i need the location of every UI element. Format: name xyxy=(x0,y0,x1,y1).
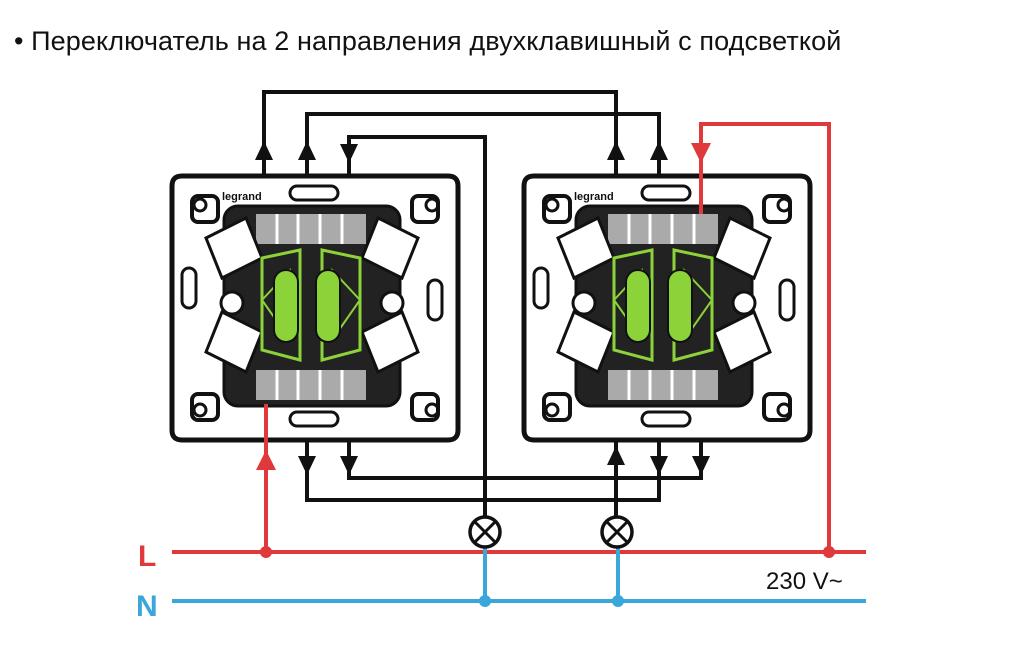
fixing-screw xyxy=(571,290,597,316)
screw-hole xyxy=(424,197,440,213)
frame-slot xyxy=(640,410,692,428)
arrow-down-icon xyxy=(340,456,358,475)
mounting-claw xyxy=(712,215,772,281)
brand-logo: legrand xyxy=(222,191,262,203)
screw-hole xyxy=(424,402,440,418)
screw-hole xyxy=(544,197,560,213)
lamp-icon xyxy=(600,515,634,549)
neutral-label: N xyxy=(136,590,158,623)
terminal-block-bottom xyxy=(608,370,718,400)
terminal-block-top xyxy=(608,214,718,244)
frame-slot xyxy=(532,266,550,310)
arrow-up-icon xyxy=(256,450,276,470)
arrow-up-icon xyxy=(607,446,625,465)
frame-slot xyxy=(180,266,198,310)
arrow-down-icon xyxy=(691,143,711,163)
wire-traveler-outer xyxy=(262,90,618,176)
arrow-up-icon xyxy=(607,141,625,160)
screw-hole xyxy=(192,197,208,213)
fixing-screw xyxy=(731,290,757,316)
mounting-claw xyxy=(360,309,420,375)
arrow-up-icon xyxy=(650,141,668,160)
voltage-label: 230 V~ xyxy=(766,568,843,595)
live-label: L xyxy=(138,540,156,573)
arrow-up-icon xyxy=(298,141,316,160)
terminal-block-top xyxy=(256,214,366,244)
mounting-claw xyxy=(360,215,420,281)
wire-live-to-switch2 xyxy=(699,122,831,552)
switch-2: legrand xyxy=(521,173,813,443)
frame-slot xyxy=(288,184,340,202)
switch-1: legrand xyxy=(169,173,461,443)
junction-dot xyxy=(823,546,835,558)
screw-hole xyxy=(776,197,792,213)
brand-logo: legrand xyxy=(574,191,614,203)
backlight-key-left xyxy=(625,269,651,343)
arrow-down-icon xyxy=(650,456,668,475)
fixing-screw xyxy=(219,290,245,316)
terminal-block-bottom xyxy=(256,370,366,400)
fixing-screw xyxy=(379,290,405,316)
wire-bottom-link xyxy=(347,440,703,480)
backlight-key-left xyxy=(273,269,299,343)
lamp-icon xyxy=(468,515,502,549)
backlight-key-right xyxy=(667,269,693,343)
frame-slot xyxy=(778,278,796,322)
frame-slot xyxy=(426,278,444,322)
screw-hole xyxy=(192,402,208,418)
diagram-title: • Переключатель на 2 направления двухкла… xyxy=(14,26,842,56)
mounting-claw xyxy=(712,309,772,375)
frame-slot xyxy=(288,410,340,428)
junction-dot xyxy=(479,595,491,607)
junction-dot xyxy=(612,595,624,607)
screw-hole xyxy=(776,402,792,418)
arrow-down-icon xyxy=(298,456,316,475)
arrow-down-icon xyxy=(692,456,710,475)
frame-slot xyxy=(640,184,692,202)
arrow-down-icon xyxy=(340,144,358,163)
junction-dot xyxy=(260,546,272,558)
arrow-up-icon xyxy=(255,141,273,160)
screw-hole xyxy=(544,402,560,418)
backlight-key-right xyxy=(315,269,341,343)
